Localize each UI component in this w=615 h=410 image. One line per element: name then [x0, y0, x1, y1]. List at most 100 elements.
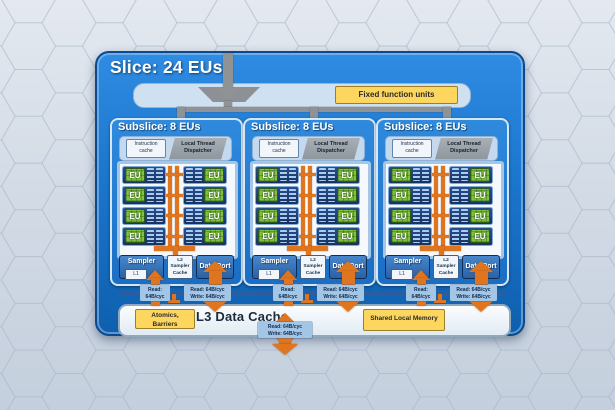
data-port-arrowhead-up-icon — [336, 261, 360, 272]
sampler-label: Sampler — [260, 258, 289, 265]
bw-line: Read: 64B/cyc — [190, 287, 225, 293]
eu-badge: EU — [125, 188, 145, 203]
bw-line: 64B/cyc — [278, 294, 298, 301]
eu-register-stripes — [328, 168, 335, 182]
eu-bus-rung — [295, 193, 320, 197]
eu-register-stripes — [280, 168, 287, 182]
shared-local-memory-box: Shared Local Memory — [363, 309, 445, 331]
bw-line: Read: — [281, 287, 295, 293]
eu-block: EU — [316, 227, 360, 246]
eu-block: EU — [183, 227, 227, 246]
atomics-barriers-box: Atomics, Barriers — [135, 309, 195, 329]
l3-memory-arrowhead-icon — [272, 344, 298, 355]
eu-register-stripes — [461, 168, 468, 182]
eu-bus-trunk — [308, 166, 312, 248]
dispatch-bus-drop — [310, 107, 318, 120]
atomics-line: Atomics, — [151, 312, 179, 319]
bus-tap-foot — [168, 300, 180, 303]
eu-register-stripes — [186, 229, 193, 243]
eu-register-stripes — [280, 209, 287, 223]
eu-block: EU — [122, 186, 166, 205]
bw-line: Write: 64B/cyc — [190, 294, 225, 301]
eu-register-stripes — [319, 168, 326, 182]
eu-block: EU — [316, 186, 360, 205]
eu-bus-rung — [428, 173, 453, 177]
eu-badge: EU — [337, 208, 357, 223]
eu-register-stripes — [186, 188, 193, 202]
eu-register-stripes — [147, 209, 154, 223]
dispatcher-line: Dispatcher — [317, 147, 345, 154]
eu-register-stripes — [289, 209, 296, 223]
instruction-cache-line: cache — [139, 147, 153, 154]
data-port-arrowhead-down-icon — [469, 301, 493, 312]
bw-line: Read: 64B/cyc — [323, 287, 358, 293]
l2-cache-line: Cache — [305, 270, 321, 276]
eu-block: EU — [316, 165, 360, 184]
data-port-arrowhead-down-icon — [336, 301, 360, 312]
bw-line: Write: 64B/cyc — [323, 294, 358, 301]
eu-block: EU — [183, 165, 227, 184]
eu-bus-rung — [162, 214, 187, 218]
bus-tap-connector — [172, 294, 176, 302]
sampler-bandwidth-label: Read:64B/cyc — [273, 285, 303, 301]
eu-block: EU — [449, 165, 493, 184]
eu-register-stripes — [289, 188, 296, 202]
fixed-function-bar: Fixed function units — [133, 83, 471, 108]
bw-line: Read: — [414, 287, 428, 293]
shared-local-memory-label: Shared Local Memory — [370, 315, 438, 322]
data-port-arrowhead-up-icon — [469, 261, 493, 272]
eu-register-stripes — [452, 229, 459, 243]
l3-data-cache-title: L3 Data Cache — [196, 309, 289, 324]
l1-cache-chip: L1 — [258, 269, 280, 280]
eu-badge: EU — [470, 167, 490, 182]
l2-cache-line: L2 — [310, 258, 316, 263]
eu-block: EU — [255, 206, 299, 225]
eu-block: EU — [255, 186, 299, 205]
eu-badge: EU — [470, 229, 490, 244]
bw-line: Read: 64B/cyc — [456, 287, 491, 293]
fixed-function-units-box: Fixed function units — [335, 86, 458, 104]
bw-line: Write: 64B/cyc — [456, 294, 491, 301]
dispatch-bus-drop — [443, 107, 451, 120]
eu-register-stripes — [461, 209, 468, 223]
eu-block: EU — [388, 186, 432, 205]
eu-bus-rung — [428, 234, 453, 238]
l3-data-cache-box: L3 Data Cache Atomics, Barriers Shared L… — [118, 304, 511, 337]
eu-bus-rung — [162, 193, 187, 197]
eu-register-stripes — [413, 188, 420, 202]
eu-register-stripes — [413, 209, 420, 223]
eu-register-stripes — [452, 209, 459, 223]
eu-register-stripes — [422, 188, 429, 202]
bus-tap-connector — [438, 294, 442, 302]
eu-badge: EU — [258, 167, 278, 182]
eu-badge: EU — [125, 208, 145, 223]
eu-register-stripes — [195, 209, 202, 223]
eu-block: EU — [449, 186, 493, 205]
sampler-read-arrowhead-icon — [146, 270, 164, 280]
dispatch-bus-drop — [177, 107, 185, 120]
eu-badge: EU — [204, 188, 224, 203]
l2-cache-line: Cache — [172, 270, 188, 276]
eu-register-stripes — [319, 188, 326, 202]
slice-title: Slice: 24 EUs — [110, 57, 223, 77]
eu-register-stripes — [422, 209, 429, 223]
l1-cache-chip: L1 — [391, 269, 413, 280]
eu-register-stripes — [422, 229, 429, 243]
dispatcher-line: Local Thread — [314, 140, 348, 147]
subslice-title: Subslice: 8 EUs — [384, 121, 467, 133]
bus-tap-foot — [301, 300, 313, 303]
eu-badge: EU — [391, 167, 411, 182]
eu-block: EU — [255, 227, 299, 246]
eu-bus-down-connector — [438, 246, 444, 255]
eu-bus-rung — [428, 193, 453, 197]
top-input-arrow-shaft — [223, 53, 233, 89]
